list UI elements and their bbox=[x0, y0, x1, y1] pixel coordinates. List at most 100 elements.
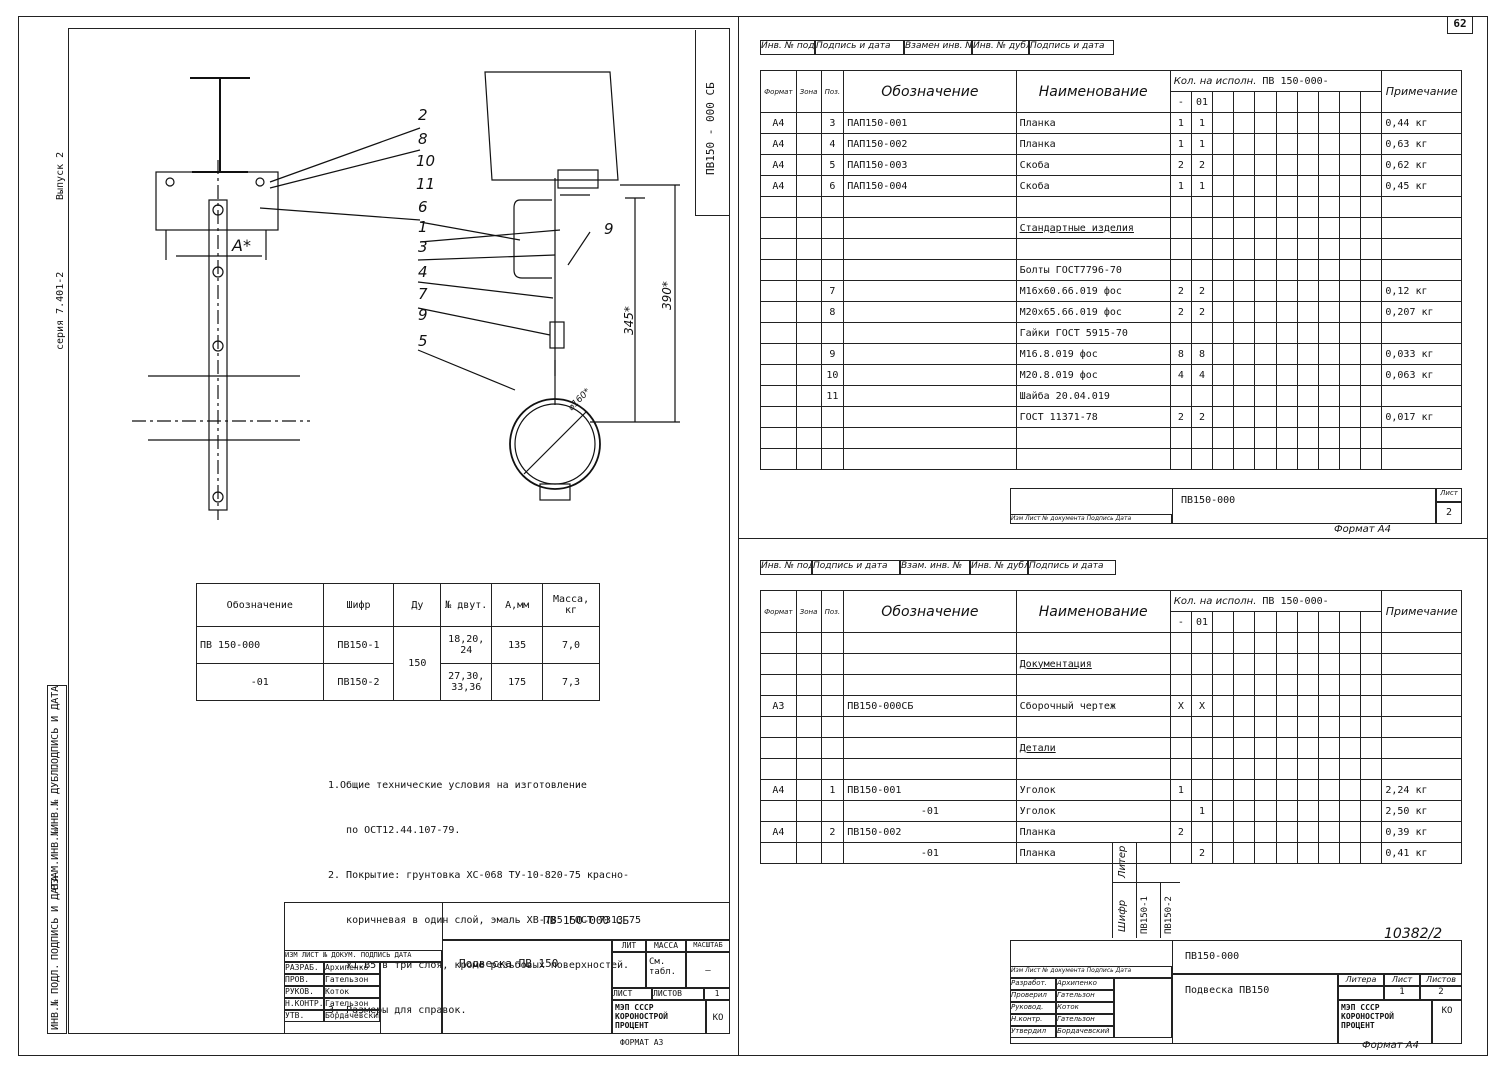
header-strip-cell: Инв. № дубл. bbox=[970, 560, 1028, 575]
spec-prim-cell: 0,063 кг bbox=[1381, 364, 1462, 386]
stamp-col: Дата bbox=[1115, 967, 1132, 974]
spec-format-cell bbox=[760, 653, 797, 675]
spec-format-cell bbox=[760, 259, 797, 281]
spec-kol-cell bbox=[1190, 821, 1214, 843]
spec-kol-cell bbox=[1360, 343, 1383, 365]
spec-format-cell bbox=[760, 758, 797, 780]
spec-kol-cell bbox=[1296, 175, 1319, 197]
spec-kol-cell bbox=[1233, 238, 1256, 260]
spec-kol-cell bbox=[1296, 259, 1319, 281]
spec-kol-cell bbox=[1275, 716, 1298, 738]
spec-prim-cell bbox=[1381, 427, 1462, 449]
spec-oboz-cell bbox=[843, 259, 1017, 281]
spec-poz-cell: 6 bbox=[820, 175, 845, 197]
spec-kol-cell bbox=[1339, 695, 1362, 717]
spec-kol-cell bbox=[1254, 448, 1277, 470]
spec-kol-cell bbox=[1296, 301, 1319, 323]
spec-kol-cell bbox=[1212, 737, 1235, 759]
spec-zona-cell bbox=[795, 674, 822, 696]
table-row bbox=[760, 196, 1462, 218]
spec-poz-cell bbox=[820, 842, 845, 864]
spec-top-stamp-cols: Изм Лист № документа Подпись Дата bbox=[1010, 514, 1172, 524]
spec-poz-cell bbox=[820, 758, 845, 780]
spec-kol-cell bbox=[1296, 779, 1319, 801]
shifr-label: Шифр bbox=[1117, 899, 1128, 932]
spec-kol-cell: 2 bbox=[1169, 154, 1192, 176]
kol-sub: - bbox=[1169, 91, 1192, 113]
spec-kol-cell: 1 bbox=[1169, 133, 1192, 155]
spec-kol-cell bbox=[1254, 343, 1277, 365]
spec-kol-cell bbox=[1275, 133, 1298, 155]
spec-kol-cell bbox=[1296, 674, 1319, 696]
spec-kol-cell bbox=[1254, 133, 1277, 155]
kol-sub bbox=[1296, 611, 1319, 633]
spec-kol-cell bbox=[1360, 821, 1383, 843]
spec-prim-cell: 0,017 кг bbox=[1381, 406, 1462, 428]
spec-prim-cell bbox=[1381, 695, 1462, 717]
spec-format-cell: А4 bbox=[760, 133, 797, 155]
left-stamp-code: ПВ 150-000 СБ bbox=[442, 902, 730, 940]
spec-kol-cell bbox=[1317, 217, 1341, 239]
spec-kol-cell: 8 bbox=[1190, 343, 1214, 365]
spec-kol-cell bbox=[1233, 259, 1256, 281]
spec-kol-cell bbox=[1275, 343, 1298, 365]
left-stamp-sheets-label: ЛИСТОВ bbox=[652, 988, 704, 1000]
spec-kol-cell bbox=[1169, 448, 1192, 470]
stamp-name: Коток bbox=[1056, 1002, 1114, 1014]
spec-format-cell bbox=[760, 800, 797, 822]
spec-oboz-cell bbox=[843, 322, 1017, 344]
spec-kol-cell bbox=[1275, 674, 1298, 696]
spec-kol-cell bbox=[1233, 695, 1256, 717]
spec-kol-cell bbox=[1233, 133, 1256, 155]
spec-naim-cell bbox=[1015, 448, 1171, 470]
spec-kol-cell bbox=[1190, 385, 1214, 407]
callout-4: 4 bbox=[418, 263, 428, 281]
spec-naim-cell: М20х65.66.019 фос bbox=[1015, 301, 1171, 323]
variant-col-a: А,мм bbox=[491, 583, 544, 627]
spec-kol-cell bbox=[1360, 259, 1383, 281]
spec-kol-cell bbox=[1254, 842, 1277, 864]
spec-kol-cell: 4 bbox=[1190, 364, 1214, 386]
spec-kol-cell bbox=[1275, 800, 1298, 822]
spec-oboz-cell bbox=[843, 385, 1017, 407]
header-strip-cell: Подпись и дата bbox=[812, 560, 900, 575]
spec-kol-cell bbox=[1190, 758, 1214, 780]
spec-oboz-cell bbox=[843, 364, 1017, 386]
spec-oboz-cell: ПВ150-002 bbox=[843, 821, 1017, 843]
col-naim: Наименование bbox=[1015, 590, 1171, 633]
spec-oboz-cell bbox=[843, 343, 1017, 365]
spec-kol-cell bbox=[1212, 280, 1235, 302]
spec-kol-cell bbox=[1360, 196, 1383, 218]
spec-poz-cell bbox=[820, 448, 845, 470]
spec-kol-cell bbox=[1360, 133, 1383, 155]
left-stamp-scale-value: – bbox=[686, 952, 730, 988]
spec-kol-cell bbox=[1233, 280, 1256, 302]
spec-kol-cell bbox=[1317, 175, 1341, 197]
spec-format-cell bbox=[760, 427, 797, 449]
spec-kol-cell bbox=[1212, 343, 1235, 365]
spec-kol-cell bbox=[1296, 653, 1319, 675]
spec-oboz-cell: ПАП150-004 bbox=[843, 175, 1017, 197]
left-stamp-col-headers: ИЗМ ЛИСТ № ДОКУМ. ПОДПИСЬ ДАТА bbox=[284, 950, 442, 962]
col-zona: Зона bbox=[795, 590, 822, 633]
spec-bottom-header-strip: Инв. № подл. Подпись и дата Взам. инв. №… bbox=[760, 560, 1116, 575]
spec-poz-cell: 9 bbox=[820, 343, 845, 365]
kol-sub bbox=[1233, 91, 1256, 113]
handwritten-number: 10382/2 bbox=[1384, 926, 1443, 942]
left-stamp-title: Подвеска ПВ 150 bbox=[442, 940, 612, 1034]
spec-kol-cell bbox=[1296, 632, 1319, 654]
spec-kol-cell bbox=[1317, 842, 1341, 864]
spec-kol-cell bbox=[1212, 196, 1235, 218]
spec-kol-cell bbox=[1360, 112, 1383, 134]
spec-oboz-cell bbox=[843, 632, 1017, 654]
note-line: по ОСТ12.44.107-79. bbox=[328, 825, 461, 836]
spec-oboz-cell: -01 bbox=[843, 800, 1017, 822]
spec-kol-cell: 8 bbox=[1169, 343, 1192, 365]
left-stamp-org: МЭП СССР КОРОНОСТРОЙ ПРОЦЕНТ bbox=[612, 1000, 706, 1034]
spec-naim-cell: Стандартные изделия bbox=[1015, 217, 1171, 239]
variant-a: 175 bbox=[491, 663, 544, 701]
variant-shifr: ПВ150-2 bbox=[322, 663, 395, 701]
spec-oboz-cell: ПВ150-001 bbox=[843, 779, 1017, 801]
table-row bbox=[760, 427, 1462, 449]
